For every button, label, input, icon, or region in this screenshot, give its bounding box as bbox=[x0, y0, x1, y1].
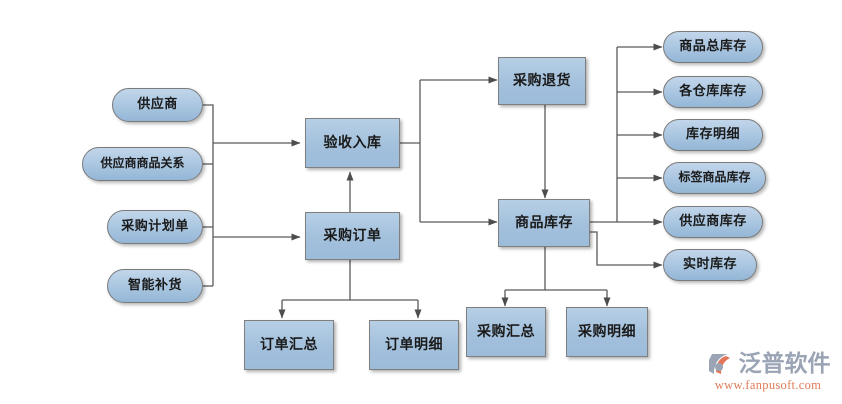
node-goods-stock-label: 商品库存 bbox=[515, 214, 573, 231]
node-order-summary-label: 订单汇总 bbox=[260, 336, 318, 353]
node-supplier-stock-label: 供应商库存 bbox=[679, 213, 747, 229]
node-tag-goods-stock-label: 标签商品库存 bbox=[678, 170, 751, 185]
node-purchase-plan[interactable]: 采购计划单 bbox=[107, 210, 203, 244]
node-realtime-stock-label: 实时库存 bbox=[682, 256, 737, 272]
edge-left-bus bbox=[203, 104, 214, 286]
node-total-goods-stock[interactable]: 商品总库存 bbox=[663, 31, 763, 63]
edge-to-realtime-stock bbox=[590, 231, 663, 269]
node-supplier[interactable]: 供应商 bbox=[112, 88, 203, 122]
node-goods-stock[interactable]: 商品库存 bbox=[498, 199, 590, 247]
node-purchase-order-label: 采购订单 bbox=[323, 227, 382, 244]
node-purchase-return-label: 采购退货 bbox=[513, 72, 571, 89]
node-tag-goods-stock[interactable]: 标签商品库存 bbox=[663, 162, 766, 194]
node-accept-inbound-label: 验收入库 bbox=[323, 134, 382, 151]
node-supplier-label: 供应商 bbox=[137, 96, 178, 112]
node-order-summary[interactable]: 订单汇总 bbox=[244, 320, 334, 370]
node-purchase-summary[interactable]: 采购汇总 bbox=[466, 307, 546, 357]
brand-name: 泛普软件 bbox=[738, 350, 831, 377]
node-purchase-plan-label: 采购计划单 bbox=[121, 218, 189, 234]
fanpu-logo-icon bbox=[708, 354, 730, 374]
node-warehouse-stock[interactable]: 各仓库库存 bbox=[663, 76, 763, 108]
node-warehouse-stock-label: 各仓库库存 bbox=[679, 83, 747, 99]
brand-url: www.fanpusoft.com bbox=[714, 378, 822, 392]
node-accept-inbound[interactable]: 验收入库 bbox=[305, 118, 400, 168]
node-realtime-stock[interactable]: 实时库存 bbox=[663, 249, 757, 281]
node-purchase-order[interactable]: 采购订单 bbox=[305, 212, 400, 260]
node-order-detail[interactable]: 订单明细 bbox=[369, 320, 459, 370]
node-stock-detail[interactable]: 库存明细 bbox=[663, 119, 763, 151]
node-supplier-goods-relation-label: 供应商商品关系 bbox=[100, 156, 185, 171]
node-smart-replenish-label: 智能补货 bbox=[127, 277, 182, 293]
brand-watermark: 泛普软件 www.fanpusoft.com bbox=[700, 346, 836, 398]
node-purchase-summary-label: 采购汇总 bbox=[477, 323, 535, 340]
node-stock-detail-label: 库存明细 bbox=[685, 126, 740, 142]
node-purchase-return[interactable]: 采购退货 bbox=[498, 57, 586, 105]
node-purchase-detail[interactable]: 采购明细 bbox=[566, 307, 648, 357]
brand-row: 泛普软件 bbox=[706, 351, 831, 377]
node-purchase-detail-label: 采购明细 bbox=[578, 323, 636, 340]
node-supplier-goods-relation[interactable]: 供应商商品关系 bbox=[82, 147, 203, 181]
node-order-detail-label: 订单明细 bbox=[385, 336, 443, 353]
node-total-goods-stock-label: 商品总库存 bbox=[679, 38, 747, 54]
node-supplier-stock[interactable]: 供应商库存 bbox=[663, 206, 763, 238]
node-smart-replenish[interactable]: 智能补货 bbox=[107, 269, 203, 303]
